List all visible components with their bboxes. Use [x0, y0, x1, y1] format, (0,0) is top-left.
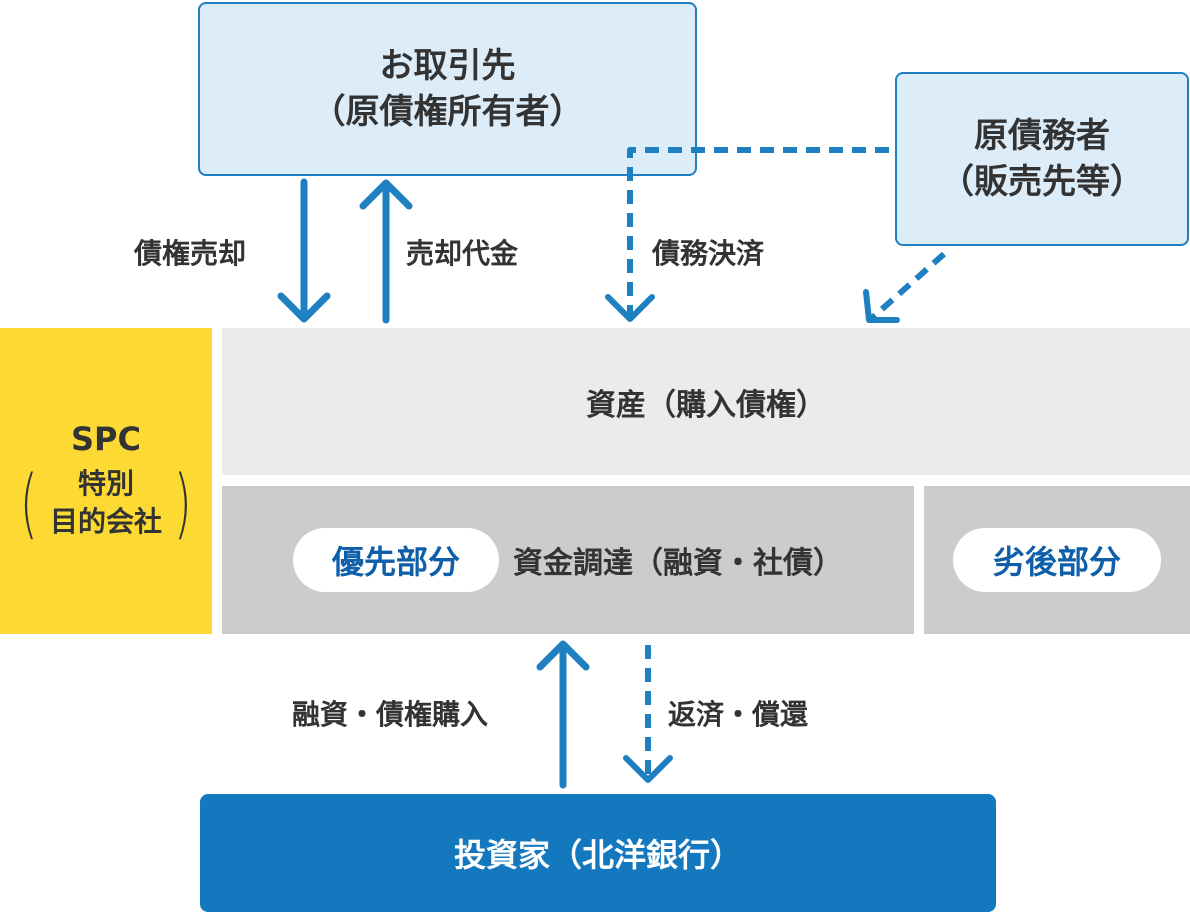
investor-label: 投資家（北洋銀行）: [453, 836, 742, 874]
debtor-box: 原債務者 （販売先等）: [895, 72, 1189, 246]
invest-label: 融資・債権購入: [292, 698, 489, 731]
debtor-title: 原債務者: [974, 116, 1110, 156]
funding-box: 優先部分 資金調達（融資・社債）: [222, 486, 914, 634]
repay-label: 返済・償還: [668, 698, 809, 731]
junior-pill: 劣後部分: [953, 528, 1161, 592]
assets-box: 資産（購入債権）: [222, 328, 1190, 475]
spc-box: SPC ( 特別 目的会社 ): [0, 328, 212, 634]
junior-box: 劣後部分: [924, 486, 1190, 634]
repay-arrow: [623, 645, 673, 783]
sale-label: 債権売却: [134, 237, 247, 270]
spc-paren-open: (: [20, 458, 39, 547]
client-title: お取引先: [379, 46, 516, 86]
investor-box: 投資家（北洋銀行）: [200, 794, 996, 912]
client-subtitle: （原債権所有者）: [311, 92, 584, 132]
proceeds-label: 売却代金: [406, 237, 519, 270]
sale-arrow: [277, 178, 331, 323]
spc-name: SPC: [71, 420, 141, 458]
assets-label: 資産（購入債権）: [586, 387, 826, 423]
spc-sub-line2: 目的会社: [49, 505, 162, 538]
senior-pill: 優先部分: [293, 528, 499, 592]
funding-label: 資金調達（融資・社債）: [513, 546, 843, 581]
settlement-arrow: [605, 147, 889, 322]
debtor-subtitle: （販売先等）: [940, 162, 1144, 202]
spc-paren-close: ): [173, 458, 192, 547]
settlement-label: 債務決済: [652, 237, 765, 270]
client-box: お取引先 （原債権所有者）: [198, 2, 697, 176]
spc-sub-line1: 特別: [77, 467, 134, 500]
debtor-diagonal-arrow: [863, 251, 946, 323]
spc-sub-group: ( 特別 目的会社 ): [14, 463, 197, 543]
invest-arrow: [536, 640, 590, 789]
proceeds-arrow: [359, 179, 413, 324]
